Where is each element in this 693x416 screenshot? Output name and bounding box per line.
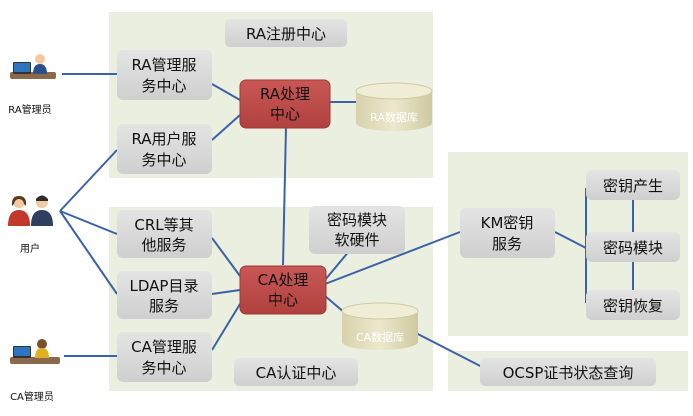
ra-database[interactable]: RA数据库 bbox=[355, 82, 433, 131]
connectors bbox=[59, 73, 634, 373]
ocsp-label: OCSP证书状态查询 bbox=[503, 364, 634, 382]
ca-database[interactable]: CA数据库 bbox=[341, 302, 419, 350]
ca-center-title-box bbox=[234, 358, 358, 386]
user-label: 用户 bbox=[20, 242, 40, 255]
ca-processing-center-box[interactable]: CA处理 中心 bbox=[239, 265, 327, 315]
ra-proc-line1: RA处理 bbox=[260, 85, 310, 103]
crypto-hw-box[interactable]: 密码模块 软硬件 bbox=[309, 206, 405, 254]
ca-database-label: CA数据库 bbox=[356, 330, 404, 344]
ca-proc-line2: 中心 bbox=[268, 291, 298, 309]
crl-service-box[interactable]: CRL等其 他服务 bbox=[117, 210, 212, 258]
user-icon bbox=[8, 195, 53, 226]
ra-processing-center-box[interactable]: RA处理 中心 bbox=[239, 79, 331, 129]
km-crypto-module-box[interactable]: 密码模块 bbox=[586, 232, 680, 262]
ra-admin-label: RA管理员 bbox=[8, 103, 51, 116]
crypto-hw-line1: 密码模块 bbox=[327, 211, 387, 229]
km-service-box[interactable]: KM密钥 服务 bbox=[460, 208, 555, 258]
crl-line1: CRL等其 bbox=[134, 216, 193, 234]
ra-mgmt-line2: 务中心 bbox=[141, 77, 186, 95]
crl-line2: 他服务 bbox=[141, 236, 186, 254]
ra-user-line1: RA用户服 bbox=[131, 130, 196, 148]
key-recovery-label: 密钥恢复 bbox=[603, 297, 663, 315]
km-crypto-label: 密码模块 bbox=[603, 239, 663, 257]
ldap-service-box[interactable]: LDAP目录 服务 bbox=[117, 271, 212, 319]
ra-database-label: RA数据库 bbox=[370, 110, 418, 124]
km-line1: KM密钥 bbox=[481, 214, 534, 232]
ocsp-query-box[interactable]: OCSP证书状态查询 bbox=[480, 358, 656, 386]
ca-admin-label: CA管理员 bbox=[10, 390, 54, 403]
key-generation-label: 密钥产生 bbox=[603, 177, 663, 195]
ca-admin-icon bbox=[10, 339, 60, 364]
ca-mgmt-center-box[interactable]: CA管理服 务中心 bbox=[117, 332, 212, 382]
ca-mgmt-line1: CA管理服 bbox=[131, 338, 197, 356]
km-line2: 服务 bbox=[492, 235, 522, 253]
ra-mgmt-line1: RA管理服 bbox=[131, 56, 196, 74]
ca-mgmt-line2: 务中心 bbox=[141, 359, 186, 377]
key-recovery-box[interactable]: 密钥恢复 bbox=[586, 290, 680, 320]
ra-admin-icon bbox=[10, 54, 56, 79]
crypto-hw-line2: 软硬件 bbox=[334, 231, 379, 249]
ra-proc-line2: 中心 bbox=[270, 105, 300, 123]
key-generation-box[interactable]: 密钥产生 bbox=[586, 170, 680, 200]
ca-proc-line1: CA处理 bbox=[258, 271, 309, 289]
ra-center-title-box bbox=[225, 19, 347, 47]
ca-center-title: CA认证中心 bbox=[256, 364, 337, 382]
ra-mgmt-center-box[interactable]: RA管理服 务中心 bbox=[117, 50, 212, 100]
ra-user-service-box[interactable]: RA用户服 务中心 bbox=[117, 124, 212, 174]
ra-center-title: RA注册中心 bbox=[246, 25, 326, 43]
ra-user-line2: 务中心 bbox=[141, 151, 186, 169]
ldap-line2: 服务 bbox=[149, 297, 179, 315]
ldap-line1: LDAP目录 bbox=[130, 277, 199, 295]
